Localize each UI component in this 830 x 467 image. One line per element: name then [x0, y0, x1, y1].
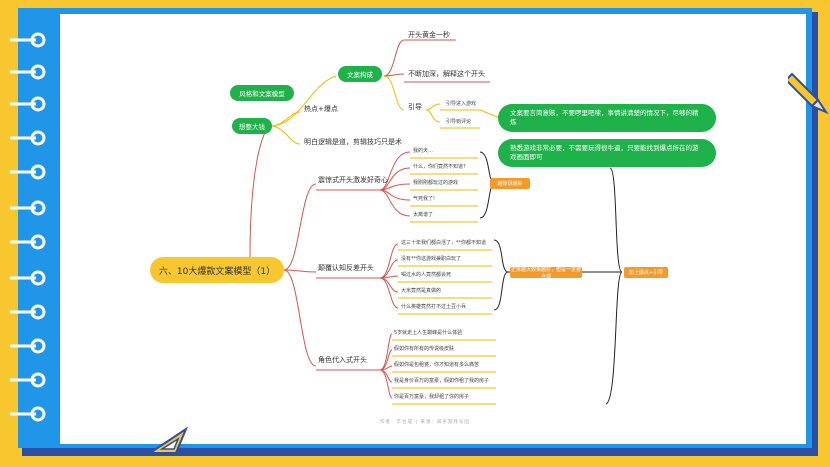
leaf: 5岁就走上人生巅峰是什么体验 [394, 330, 463, 336]
node-style-model[interactable]: 风格和文案模型 [230, 85, 294, 101]
spiral-ring-icon [10, 270, 46, 286]
leaf: 这三十年我们都白活了，**你都不知道 [401, 240, 487, 246]
branch-role-opening: 角色代入式开头 [318, 356, 367, 364]
spiral-ring-icon [10, 130, 46, 146]
leaf: 大米竟然是真做的 [401, 288, 442, 294]
leaf-deepen-opening: 不断加深，解释这个开头 [408, 70, 485, 78]
spiral-ring-icon [10, 64, 46, 80]
leaf: 我的天… [413, 148, 434, 154]
triangle-ruler-icon [146, 426, 189, 454]
node-hot-points: 热点+爆点 [304, 105, 338, 113]
spiral-ring-icon [10, 372, 46, 388]
leaf: 气死我了! [413, 196, 436, 202]
footer-credit: 作者：丰台成 | 来源：知乎游戏号团 [380, 420, 470, 425]
spiral-ring-icon [10, 234, 46, 250]
leaf: 我是身价百万的富豪，假如你租了我的房子 [394, 378, 490, 384]
tag-add-hot-guide: 加上爆点+引导 [624, 267, 668, 278]
leaf: 太离谱了 [413, 212, 434, 218]
spiral-ring-icon [10, 406, 46, 422]
leaf: 喝过水的人竟然都会死 [401, 272, 452, 278]
pencil-icon [788, 72, 829, 115]
spiral-ring-icon [10, 32, 46, 48]
node-make-money[interactable]: 想整大钱 [232, 118, 272, 134]
root-node[interactable]: 六、10大爆款文案模型（1） [150, 257, 284, 283]
leaf: 你是百万富豪，我却租了你的房子 [394, 394, 470, 400]
spiral-ring-icon [10, 338, 46, 354]
leaf-guide-game: 引导进入游戏 [446, 101, 477, 107]
leaf: 假如你有所有的传说级皮肤 [394, 346, 455, 352]
node-guide: 引导 [408, 103, 422, 111]
leaf-guide-comment: 引导到评论 [446, 119, 472, 125]
leaf-golden-second: 开头黄金一秒 [408, 31, 450, 39]
branch-shock-opening: 震惊式开头激发好奇心 [318, 176, 388, 184]
tip-know-game: 熟悉游戏非常必要，不需要玩得很牛逼，只要能找到爆点所在的游戏画面即可 [498, 139, 716, 167]
leaf: 什么，你们竟然不知道? [413, 164, 466, 170]
branch-contrast-opening: 颠覆认知反差开头 [318, 264, 374, 272]
spiral-ring-icon [10, 304, 46, 320]
leaf: 什么英雄竟然打不过土豆小兵 [401, 304, 467, 310]
spiral-ring-icon [10, 164, 46, 180]
tip-concise: 文案要言简意赅，不要啰里吧嗦，事情讲清楚的情况下，尽够的精炼 [498, 104, 716, 132]
leaf: 没有**你这游戏兼职白玩了 [401, 256, 462, 262]
node-logic: 明白逻辑是道，剪辑技巧只是术 [304, 138, 402, 146]
spiral-ring-icon [10, 200, 46, 216]
node-copy-structure[interactable]: 文案构成 [338, 66, 382, 82]
leaf: 我刚刚都玩过的游戏 [413, 180, 459, 186]
spiral-ring-icon [10, 96, 46, 112]
tag-more-surprise: 越惊讶越好 [490, 178, 530, 189]
tag-contrast: 正常越大效果越好，但是一定要合理 [510, 266, 582, 280]
leaf: 假如你是包租婆，你才知道有多么痛苦 [394, 362, 480, 368]
